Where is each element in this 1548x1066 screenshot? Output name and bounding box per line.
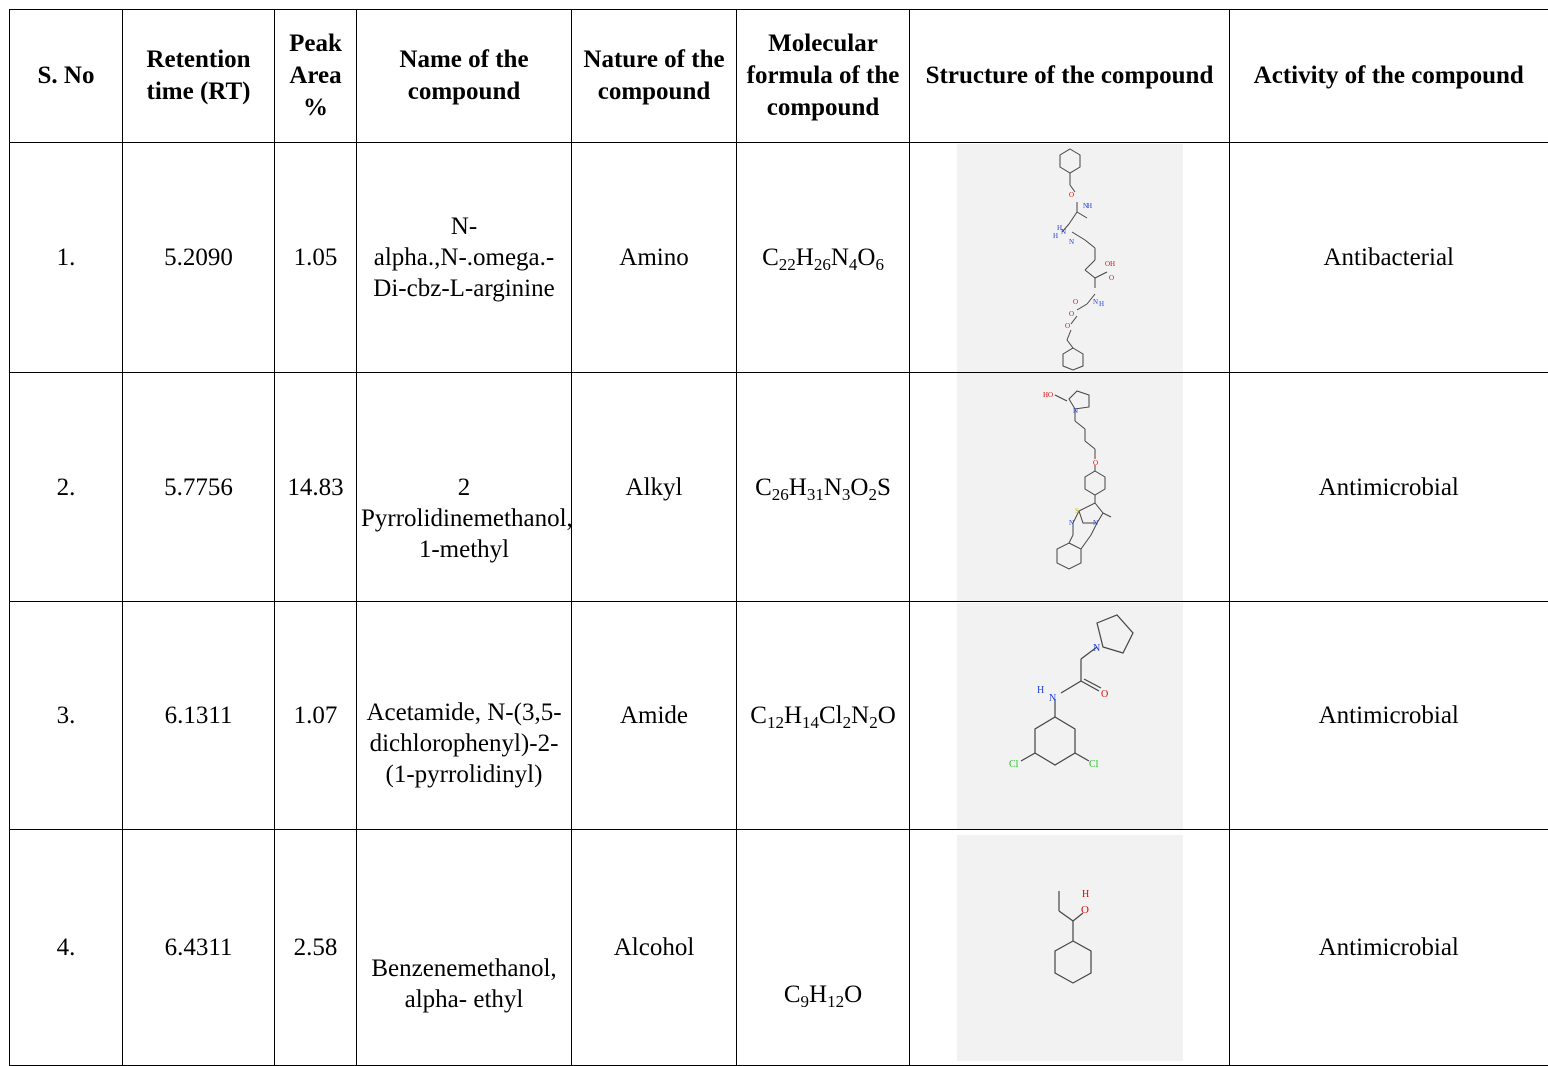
atom-label: O bbox=[1065, 322, 1070, 330]
atom-label: O bbox=[1069, 191, 1074, 199]
cell-name: 2 Pyrrolidinemethanol, 1-methyl bbox=[356, 372, 573, 602]
atom-label: Cl bbox=[1089, 759, 1099, 770]
formula-subscript: 4 bbox=[848, 255, 858, 274]
formula-subscript: 14 bbox=[802, 713, 819, 732]
compound-table: S. No Retention time (RT) Peak Area % Na… bbox=[9, 9, 1548, 1066]
cell-activity: Antimicrobial bbox=[1229, 372, 1548, 602]
cell-name: N-alpha.,N-.omega.-Di-cbz-L-arginine bbox=[356, 142, 572, 373]
cell-rt: 6.1311 bbox=[122, 601, 275, 830]
header-compound-name: Name of the compound bbox=[356, 9, 572, 143]
cell-formula: C12H14Cl2N2O bbox=[736, 601, 910, 830]
formula-subscript: 12 bbox=[766, 713, 784, 732]
formula-subscript: 22 bbox=[778, 255, 796, 274]
atom-label: N bbox=[1049, 693, 1056, 704]
cell-nature: Alcohol bbox=[571, 829, 737, 1066]
cell-rt: 6.4311 bbox=[122, 829, 275, 1066]
cell-formula: C22H26N4O6 bbox=[736, 142, 910, 373]
header-nature: Nature of the compound bbox=[571, 9, 737, 143]
atom-label: O bbox=[1109, 274, 1114, 282]
header-formula: Molecular formula of the compound bbox=[736, 9, 910, 143]
cell-nature: Alkyl bbox=[571, 372, 737, 602]
cell-rt: 5.2090 bbox=[122, 142, 275, 373]
formula-subscript: 3 bbox=[841, 484, 851, 504]
atom-label: OH bbox=[1105, 260, 1115, 268]
cell-activity: Antimicrobial bbox=[1229, 829, 1548, 1066]
atom-label: S bbox=[1075, 507, 1079, 515]
table-row: 2. 5.7756 14.83 2 Pyrrolidinemethanol, 1… bbox=[9, 372, 1548, 602]
cell-peak: 1.07 bbox=[274, 601, 357, 830]
atom-label: N bbox=[1083, 202, 1088, 210]
cell-sno: 3. bbox=[9, 601, 123, 830]
formula-subscript: 6 bbox=[875, 255, 884, 274]
formula-subscript: 26 bbox=[771, 484, 789, 504]
header-row: S. No Retention time (RT) Peak Area % Na… bbox=[9, 9, 1548, 143]
formula-subscript: 2 bbox=[842, 713, 852, 732]
cell-formula: C26H31N3O2S bbox=[736, 372, 910, 602]
cell-peak: 1.05 bbox=[274, 142, 357, 373]
atom-label: Cl bbox=[1009, 759, 1019, 770]
atom-label: N bbox=[1069, 238, 1074, 246]
formula-subscript: 31 bbox=[806, 484, 824, 504]
cell-structure: HO N O S N N bbox=[909, 372, 1230, 602]
atom-label: H bbox=[1057, 224, 1062, 232]
cell-formula: C9H12O bbox=[736, 829, 910, 1066]
atom-label: O bbox=[1081, 904, 1089, 916]
formula-subscript: 12 bbox=[827, 992, 845, 1011]
atom-label: H bbox=[1037, 685, 1044, 696]
structure-image-pyrrolidinemethanol: HO N O S N N bbox=[956, 373, 1183, 601]
header-peak-area: Peak Area % bbox=[274, 9, 357, 143]
header-activity: Activity of the compound bbox=[1229, 9, 1548, 143]
cell-peak: 14.83 bbox=[274, 372, 357, 602]
cell-activity: Antibacterial bbox=[1229, 142, 1548, 373]
atom-label: N bbox=[1093, 643, 1100, 654]
atom-label: HO bbox=[1043, 391, 1053, 399]
atom-label: H bbox=[1099, 300, 1104, 308]
atom-label: O bbox=[1093, 459, 1098, 467]
formula-subscript: 9 bbox=[800, 992, 810, 1011]
atom-label: N bbox=[1093, 519, 1098, 527]
cell-structure: H O bbox=[909, 829, 1230, 1066]
structure-image-acetamide: H N N O Cl Cl bbox=[956, 602, 1183, 829]
atom-label: O bbox=[1101, 689, 1108, 700]
atom-label: H bbox=[1087, 202, 1092, 210]
structure-image-benzenemethanol: H O bbox=[956, 834, 1183, 1061]
atom-label: H bbox=[1082, 889, 1089, 900]
cell-name: Acetamide, N-(3,5-dichlorophenyl)-2-(1-p… bbox=[356, 601, 572, 830]
cell-nature: Amide bbox=[571, 601, 737, 830]
formula-subscript: 2 bbox=[869, 713, 878, 732]
header-retention-time: Retention time (RT) bbox=[122, 9, 275, 143]
formula-subscript: 2 bbox=[868, 484, 877, 504]
atom-label: O bbox=[1073, 298, 1078, 306]
atom-label: N bbox=[1073, 407, 1078, 415]
cell-sno: 1. bbox=[9, 142, 123, 373]
formula-subscript: 26 bbox=[813, 255, 831, 274]
cell-rt: 5.7756 bbox=[122, 372, 275, 602]
header-sno: S. No bbox=[9, 9, 123, 143]
atom-label: N bbox=[1069, 519, 1074, 527]
atom-label: N bbox=[1093, 298, 1098, 306]
table-row: 4. 6.4311 2.58 Benzenemethanol, alpha- e… bbox=[9, 829, 1548, 1066]
cell-structure: H N N O Cl Cl bbox=[909, 601, 1230, 830]
cell-nature: Amino bbox=[571, 142, 737, 373]
structure-image-arginine: O N H H N N H OH O O N H O O bbox=[956, 143, 1183, 372]
table-row: 3. 6.1311 1.07 Acetamide, N-(3,5-dichlor… bbox=[9, 601, 1548, 830]
cell-peak: 2.58 bbox=[274, 829, 357, 1066]
atom-label: H bbox=[1053, 232, 1058, 240]
header-structure: Structure of the compound bbox=[909, 9, 1230, 143]
cell-sno: 2. bbox=[9, 372, 123, 602]
atom-label: O bbox=[1069, 310, 1074, 318]
cell-name: Benzenemethanol, alpha- ethyl bbox=[356, 829, 572, 1066]
cell-activity: Antimicrobial bbox=[1229, 601, 1548, 830]
cell-structure: O N H H N N H OH O O N H O O bbox=[909, 142, 1230, 373]
atom-label: N bbox=[1061, 228, 1066, 236]
cell-sno: 4. bbox=[9, 829, 123, 1066]
table-row: 1. 5.2090 1.05 N-alpha.,N-.omega.-Di-cbz… bbox=[9, 142, 1548, 373]
